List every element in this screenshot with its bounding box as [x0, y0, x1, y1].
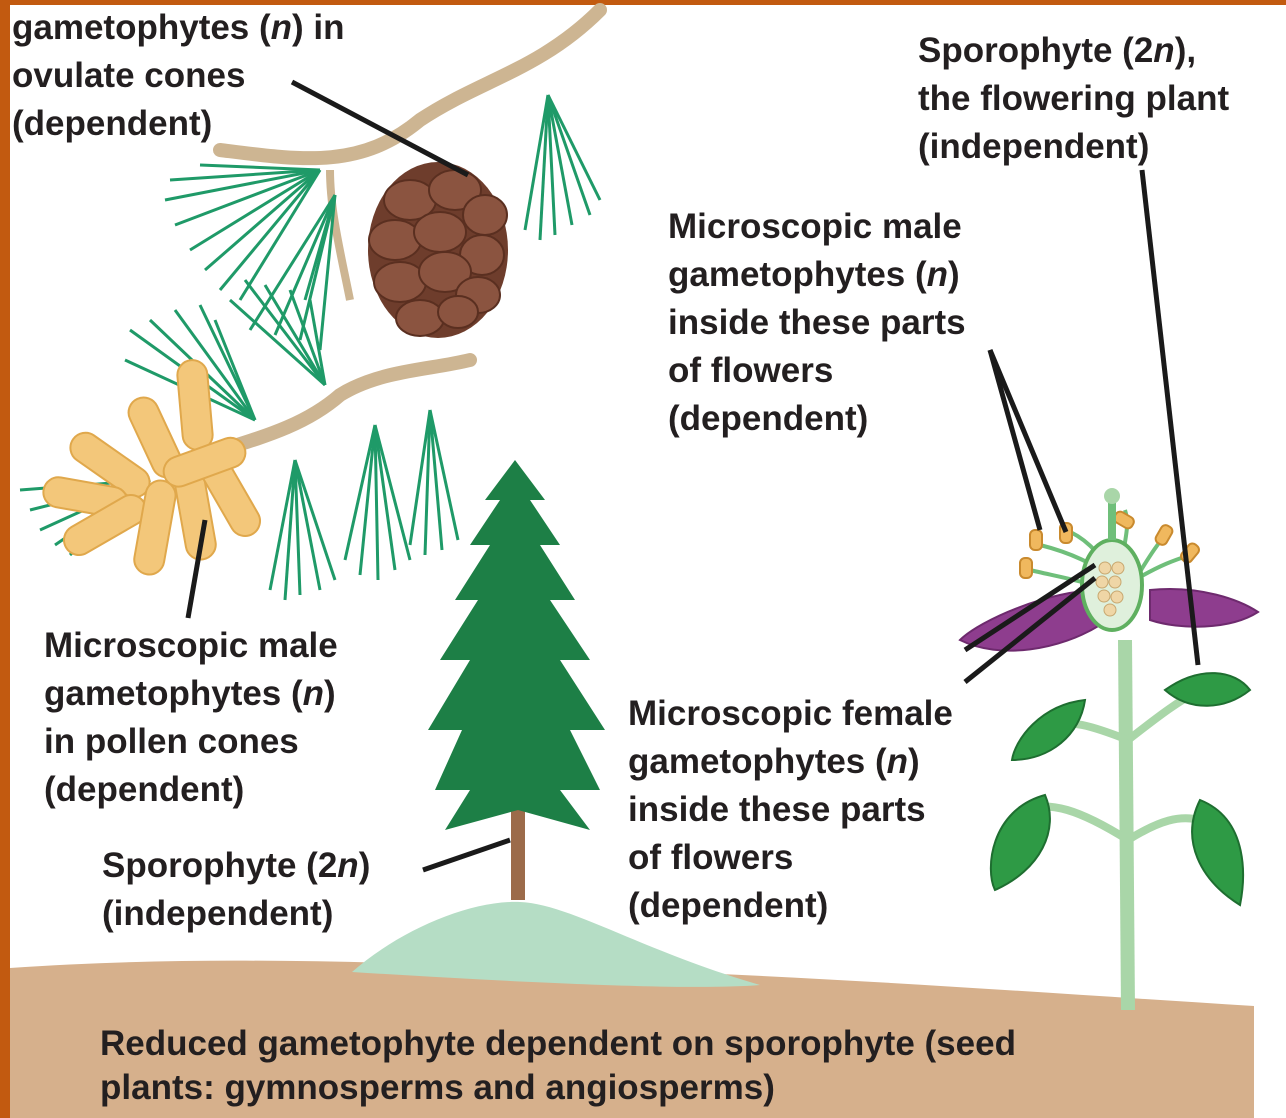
- label-line: (independent): [102, 890, 370, 938]
- label-line: gametophytes (n): [628, 738, 953, 786]
- label-line: gametophytes (n): [44, 670, 338, 718]
- leader-male-flower-2: [990, 350, 1066, 532]
- label-line: inside these parts: [628, 786, 953, 834]
- label-line: (independent): [918, 123, 1229, 171]
- label-pollen-cones: Microscopic male gametophytes (n) in pol…: [44, 622, 338, 814]
- label-text: ) in: [292, 8, 344, 47]
- label-italic-n: n: [1153, 31, 1174, 70]
- label-line: inside these parts: [668, 299, 966, 347]
- label-italic-n: n: [927, 255, 948, 294]
- label-text: ): [359, 846, 371, 885]
- label-text: Sporophyte (2: [102, 846, 337, 885]
- label-line: Sporophyte (2n): [102, 842, 370, 890]
- label-italic-n: n: [337, 846, 358, 885]
- label-flowering-sporophyte: Sporophyte (2n), the flowering plant (in…: [918, 27, 1229, 171]
- label-line: gametophytes (n): [668, 251, 966, 299]
- leader-tree-sporophyte: [423, 840, 510, 870]
- label-text: ): [324, 674, 336, 713]
- label-female-flower: Microscopic female gametophytes (n) insi…: [628, 690, 953, 930]
- label-text: gametophytes (: [12, 8, 271, 47]
- label-text: gametophytes (: [668, 255, 927, 294]
- caption-line: plants: gymnosperms and angiosperms): [100, 1066, 1016, 1110]
- label-tree-sporophyte: Sporophyte (2n) (independent): [102, 842, 370, 938]
- label-line: Microscopic female: [628, 690, 953, 738]
- label-text: ),: [1175, 31, 1196, 70]
- label-line: (dependent): [668, 395, 966, 443]
- label-line: gametophytes (n) in: [12, 4, 345, 52]
- label-line: (dependent): [628, 882, 953, 930]
- label-line: the flowering plant: [918, 75, 1229, 123]
- label-italic-n: n: [271, 8, 292, 47]
- label-line: Microscopic male: [668, 203, 966, 251]
- label-line: of flowers: [668, 347, 966, 395]
- label-line: (dependent): [44, 766, 338, 814]
- flowering-plant: [960, 488, 1258, 1010]
- label-text: gametophytes (: [44, 674, 303, 713]
- label-ovulate-cones: gametophytes (n) in ovulate cones (depen…: [12, 4, 345, 148]
- leader-male-flower-1: [990, 350, 1040, 530]
- caption: Reduced gametophyte dependent on sporoph…: [100, 1022, 1016, 1110]
- label-male-flower: Microscopic male gametophytes (n) inside…: [668, 203, 966, 443]
- label-line: Microscopic male: [44, 622, 338, 670]
- pollen-cones: [41, 359, 265, 577]
- label-text: Sporophyte (2: [918, 31, 1153, 70]
- label-italic-n: n: [887, 742, 908, 781]
- label-line: (dependent): [12, 100, 345, 148]
- label-line: in pollen cones: [44, 718, 338, 766]
- label-text: ): [948, 255, 960, 294]
- label-text: gametophytes (: [628, 742, 887, 781]
- label-line: ovulate cones: [12, 52, 345, 100]
- ovulate-cone: [368, 162, 508, 338]
- label-italic-n: n: [303, 674, 324, 713]
- caption-line: Reduced gametophyte dependent on sporoph…: [100, 1022, 1016, 1066]
- label-line: Sporophyte (2n),: [918, 27, 1229, 75]
- label-text: ): [908, 742, 920, 781]
- label-line: of flowers: [628, 834, 953, 882]
